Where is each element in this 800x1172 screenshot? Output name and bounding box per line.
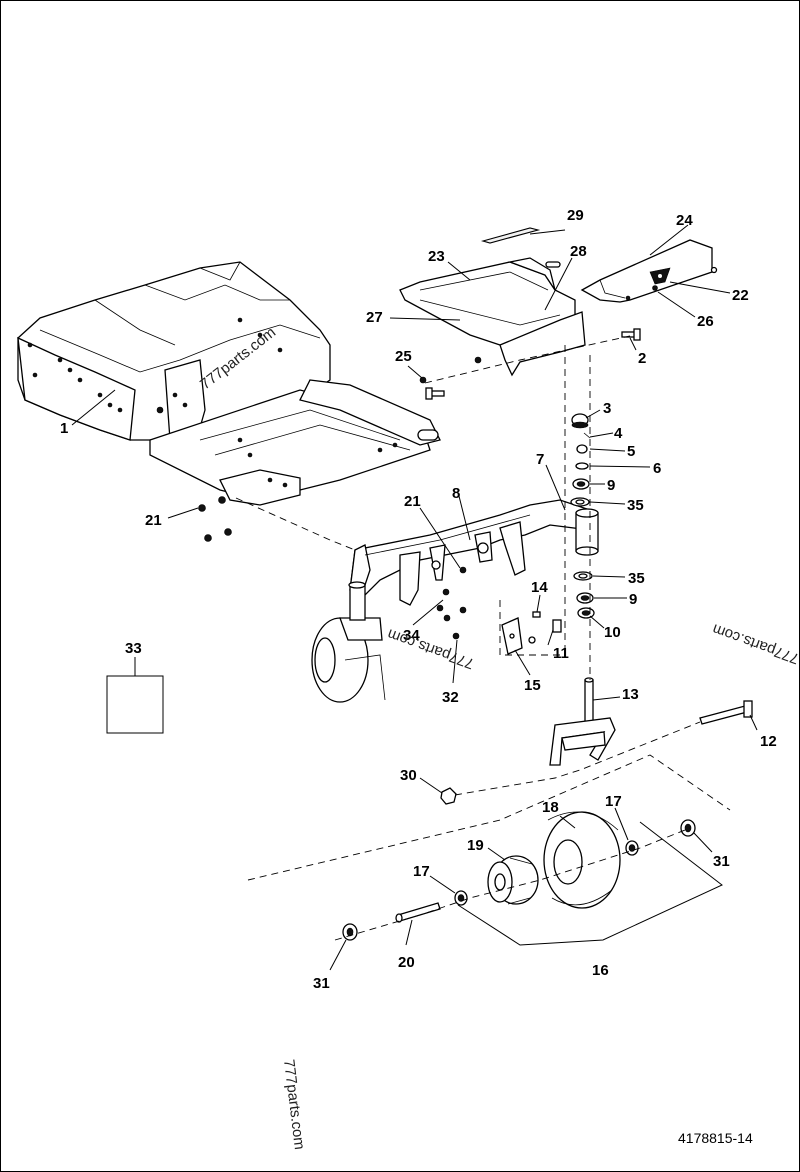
callout-8: 8 [452,485,460,502]
main-frame [17,261,441,506]
callout-4: 4 [614,425,623,442]
callout-31a: 31 [713,853,730,870]
callout-9a: 9 [607,477,615,494]
callout-17b: 17 [413,863,430,880]
assembly-lines [235,335,731,941]
left-caster-wheel [311,581,386,703]
bolt-25 [419,356,482,400]
wheel-tire-18 [543,811,621,909]
axle-beam [349,499,591,606]
document-number: 4178815-14 [678,1130,753,1146]
callout-16: 16 [592,962,609,979]
callout-18: 18 [542,799,559,816]
callout-21a: 21 [145,512,162,529]
callout-15: 15 [524,677,541,694]
upper-hardware-stack [570,413,591,507]
watermark-bottom: 777parts.com [280,1058,308,1150]
callout-23: 23 [428,248,445,265]
watermark-middle: 777parts.com [385,625,476,672]
callout-24: 24 [676,212,693,229]
callout-1: 1 [60,420,68,437]
callout-14: 14 [531,579,548,596]
callout-26: 26 [697,313,714,330]
assembly-bracket-16 [457,821,723,946]
callout-17a: 17 [605,793,622,810]
callout-19: 19 [467,837,484,854]
bearings-17 [454,840,639,906]
watermark-right: 777parts.com [710,620,800,667]
seat-pan-assembly [399,257,586,377]
callout-2: 2 [638,350,646,367]
spacers-31 [342,819,696,941]
kingpin-tube [575,508,599,556]
wheel-hub-19 [487,855,539,905]
callout-6: 6 [653,460,661,477]
frame-nuts-21 [198,496,232,542]
callout-25: 25 [395,348,412,365]
callout-31b: 31 [313,975,330,992]
axle-bolt-12 [699,700,753,725]
callout-28: 28 [570,243,587,260]
callout-3: 3 [603,400,611,417]
logo-mark [649,267,671,285]
callout-11: 11 [553,645,569,662]
caster-fork-13 [549,677,616,766]
lower-hardware-stack [573,571,595,619]
callout-33: 33 [125,640,142,657]
callout-34: 34 [403,627,420,644]
callout-labels: 1 2 3 4 5 6 7 8 9 9 10 11 12 13 14 15 16… [60,207,777,992]
callout-32: 32 [442,689,459,706]
callout-13: 13 [622,686,639,703]
leader-lines [71,224,758,971]
callout-5: 5 [627,443,635,460]
part-29-strip [480,227,541,244]
callout-35b: 35 [628,570,645,587]
callout-12: 12 [760,733,777,750]
bracket-plate-15 [501,611,562,655]
callout-7: 7 [536,451,544,468]
callout-10: 10 [604,624,621,641]
part-33-box [106,675,164,734]
callout-30: 30 [400,767,417,784]
callout-27: 27 [366,309,383,326]
callout-22: 22 [732,287,749,304]
callout-20: 20 [398,954,415,971]
cover-plate [580,239,718,303]
callout-29: 29 [567,207,584,224]
nut-30 [440,787,457,805]
callout-35a: 35 [627,497,644,514]
callout-21b: 21 [404,493,421,510]
bolt-2 [621,328,641,341]
callout-9b: 9 [629,591,637,608]
axle-bolts [436,566,467,640]
axle-pin-20 [395,902,441,923]
